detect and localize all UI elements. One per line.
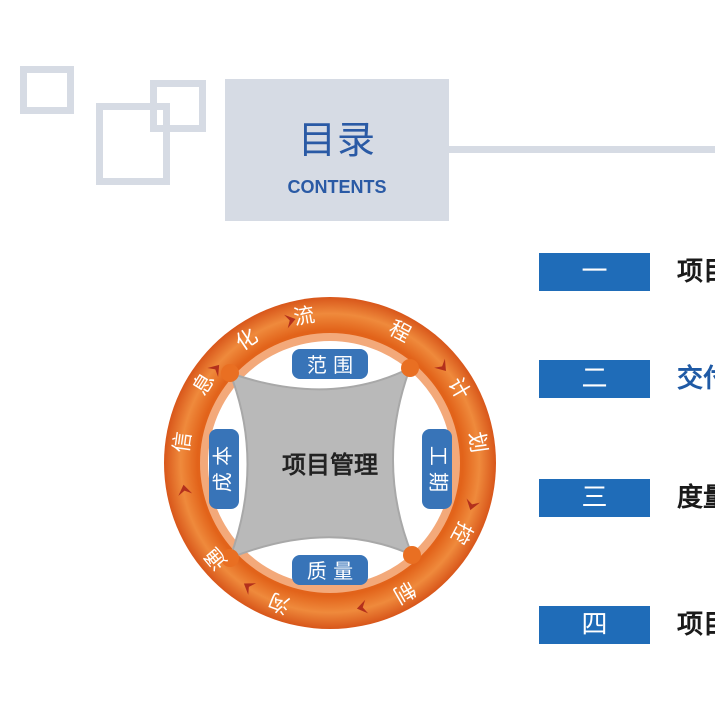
toc-title: 项目 <box>677 610 715 640</box>
toc-number: 三 <box>539 479 650 517</box>
schedule-label: 工 期 <box>427 446 451 492</box>
schedule-box <box>422 429 452 509</box>
title-box: 目录 CONTENTS <box>225 79 449 221</box>
ring-arrow <box>207 364 220 377</box>
toc-item[interactable]: 三 度量 <box>539 479 715 519</box>
knob <box>221 364 239 382</box>
toc-item[interactable]: 二 交付 <box>539 360 715 400</box>
ring-arrow <box>434 358 446 371</box>
toc-item[interactable]: 一 项目 <box>539 253 715 293</box>
ring-arrow <box>466 498 480 511</box>
decorative-square <box>96 103 170 185</box>
center-label: 项目管理 <box>282 451 378 479</box>
ring-arrow <box>284 314 296 329</box>
scope-box <box>292 349 368 379</box>
quality-box <box>292 555 368 585</box>
toc-number: 四 <box>539 606 650 644</box>
scope-label: 范 围 <box>307 353 353 377</box>
knob <box>221 549 239 567</box>
knob <box>401 359 419 377</box>
page-subtitle: CONTENTS <box>287 177 387 197</box>
decorative-square <box>20 66 74 114</box>
toc-number: 二 <box>539 360 650 398</box>
ring-labels: 流程计划控制沟通信息化 <box>169 303 491 618</box>
ring-char: 流 <box>292 303 317 330</box>
ring-arrow <box>356 599 369 614</box>
cost-box <box>209 429 239 509</box>
toc-item[interactable]: 四 项目 <box>539 606 715 646</box>
ring-arrow <box>243 583 257 595</box>
cost-label: 成 本 <box>211 446 235 492</box>
header-divider <box>448 146 715 153</box>
quality-label: 质 量 <box>307 559 353 583</box>
toc-title: 交付 <box>677 364 715 394</box>
ring-char: 划 <box>464 430 491 454</box>
toc-number: 一 <box>539 253 650 291</box>
project-management-diagram: 项目管理 范 围 质 量 成 本 工 期 流程计划控制沟通信息化 <box>164 297 496 629</box>
page-title: 目录 <box>297 118 376 162</box>
toc-title: 项目 <box>677 257 715 287</box>
decorative-square <box>150 80 206 132</box>
toc-title: 度量 <box>677 483 715 513</box>
ring-char: 信 <box>169 430 196 454</box>
ring-arrows <box>178 314 480 614</box>
ring-arrow <box>178 484 193 496</box>
knob <box>403 546 421 564</box>
